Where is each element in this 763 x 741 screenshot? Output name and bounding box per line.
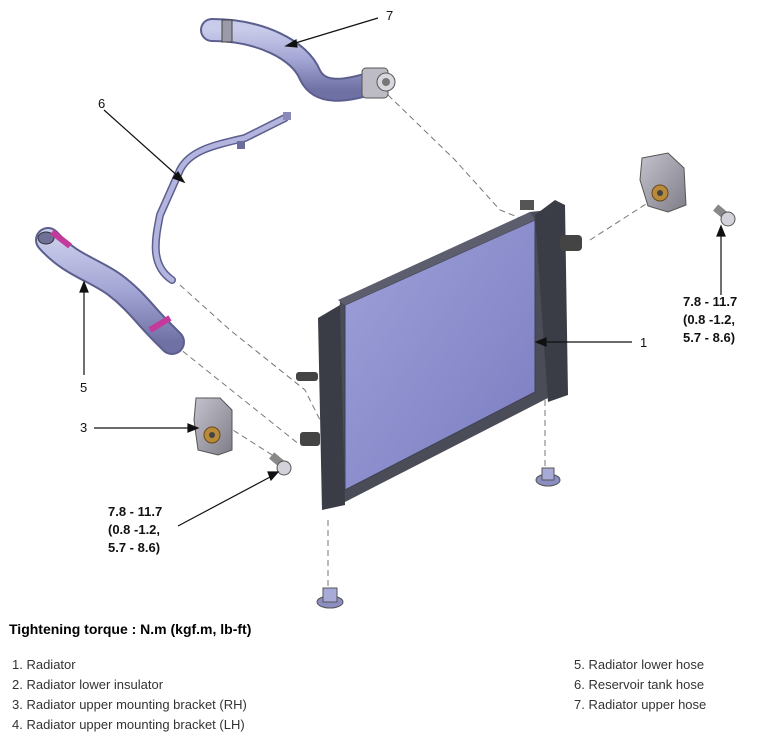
reservoir-tank-hose bbox=[151, 112, 291, 284]
assembly-guide-lines bbox=[174, 94, 661, 595]
upper-mounting-bracket-rh bbox=[193, 397, 233, 456]
legend-item: 2. Radiator lower insulator bbox=[12, 677, 164, 692]
torque-spec-left-line-2: (0.8 -1.2, bbox=[108, 522, 160, 537]
callout-6: 6 bbox=[98, 96, 105, 111]
torque-spec-right-line-2: (0.8 -1.2, bbox=[683, 312, 735, 327]
bolt-right bbox=[713, 204, 736, 227]
radiator-lower-hose bbox=[35, 227, 185, 355]
callout-leaders bbox=[79, 17, 726, 527]
torque-spec-left-line-1: 7.8 - 11.7 bbox=[108, 504, 162, 519]
radiator-upper-hose bbox=[200, 18, 396, 102]
legend-item: 1. Radiator bbox=[12, 657, 76, 672]
legend-item: 4. Radiator upper mounting bracket (LH) bbox=[12, 717, 245, 732]
radiator-left-tank bbox=[318, 305, 345, 510]
upper-mounting-bracket-lh bbox=[639, 152, 687, 213]
upper-hose-clamp bbox=[221, 19, 233, 43]
tightening-torque-title: Tightening torque : N.m (kgf.m, lb-ft) bbox=[9, 621, 252, 637]
upper-hose-fitting bbox=[361, 67, 396, 99]
lower-insulator-left bbox=[316, 587, 344, 609]
torque-spec-right-line-1: 7.8 - 11.7 bbox=[683, 294, 737, 309]
callout-1: 1 bbox=[640, 335, 647, 350]
parts-legend-left: 1. Radiator 2. Radiator lower insulator … bbox=[12, 655, 247, 735]
legend-item: 5. Radiator lower hose bbox=[574, 657, 705, 672]
bolt-left bbox=[269, 452, 292, 476]
lower-insulator-right bbox=[535, 467, 561, 487]
radiator-right-tank bbox=[535, 200, 568, 402]
parts-legend-right: 5. Radiator lower hose 6. Reservoir tank… bbox=[574, 655, 706, 715]
callout-7: 7 bbox=[386, 8, 393, 23]
legend-item: 3. Radiator upper mounting bracket (RH) bbox=[12, 697, 247, 712]
lower-hose-clamp-bottom bbox=[148, 315, 172, 333]
callout-3: 3 bbox=[80, 420, 87, 435]
callout-5: 5 bbox=[80, 380, 87, 395]
radiator-exploded-diagram: 7 6 5 3 1 7.8 - 11.7 (0.8 -1.2, 5.7 - 8.… bbox=[35, 8, 737, 609]
lower-hose-clamp-top bbox=[50, 229, 72, 249]
torque-spec-right-line-3: 5.7 - 8.6) bbox=[683, 330, 735, 345]
legend-item: 7. Radiator upper hose bbox=[574, 697, 707, 712]
legend-item: 6. Reservoir tank hose bbox=[574, 677, 705, 692]
torque-spec-left-line-3: 5.7 - 8.6) bbox=[108, 540, 160, 555]
radiator bbox=[296, 200, 582, 510]
lower-hose-end bbox=[37, 231, 55, 245]
